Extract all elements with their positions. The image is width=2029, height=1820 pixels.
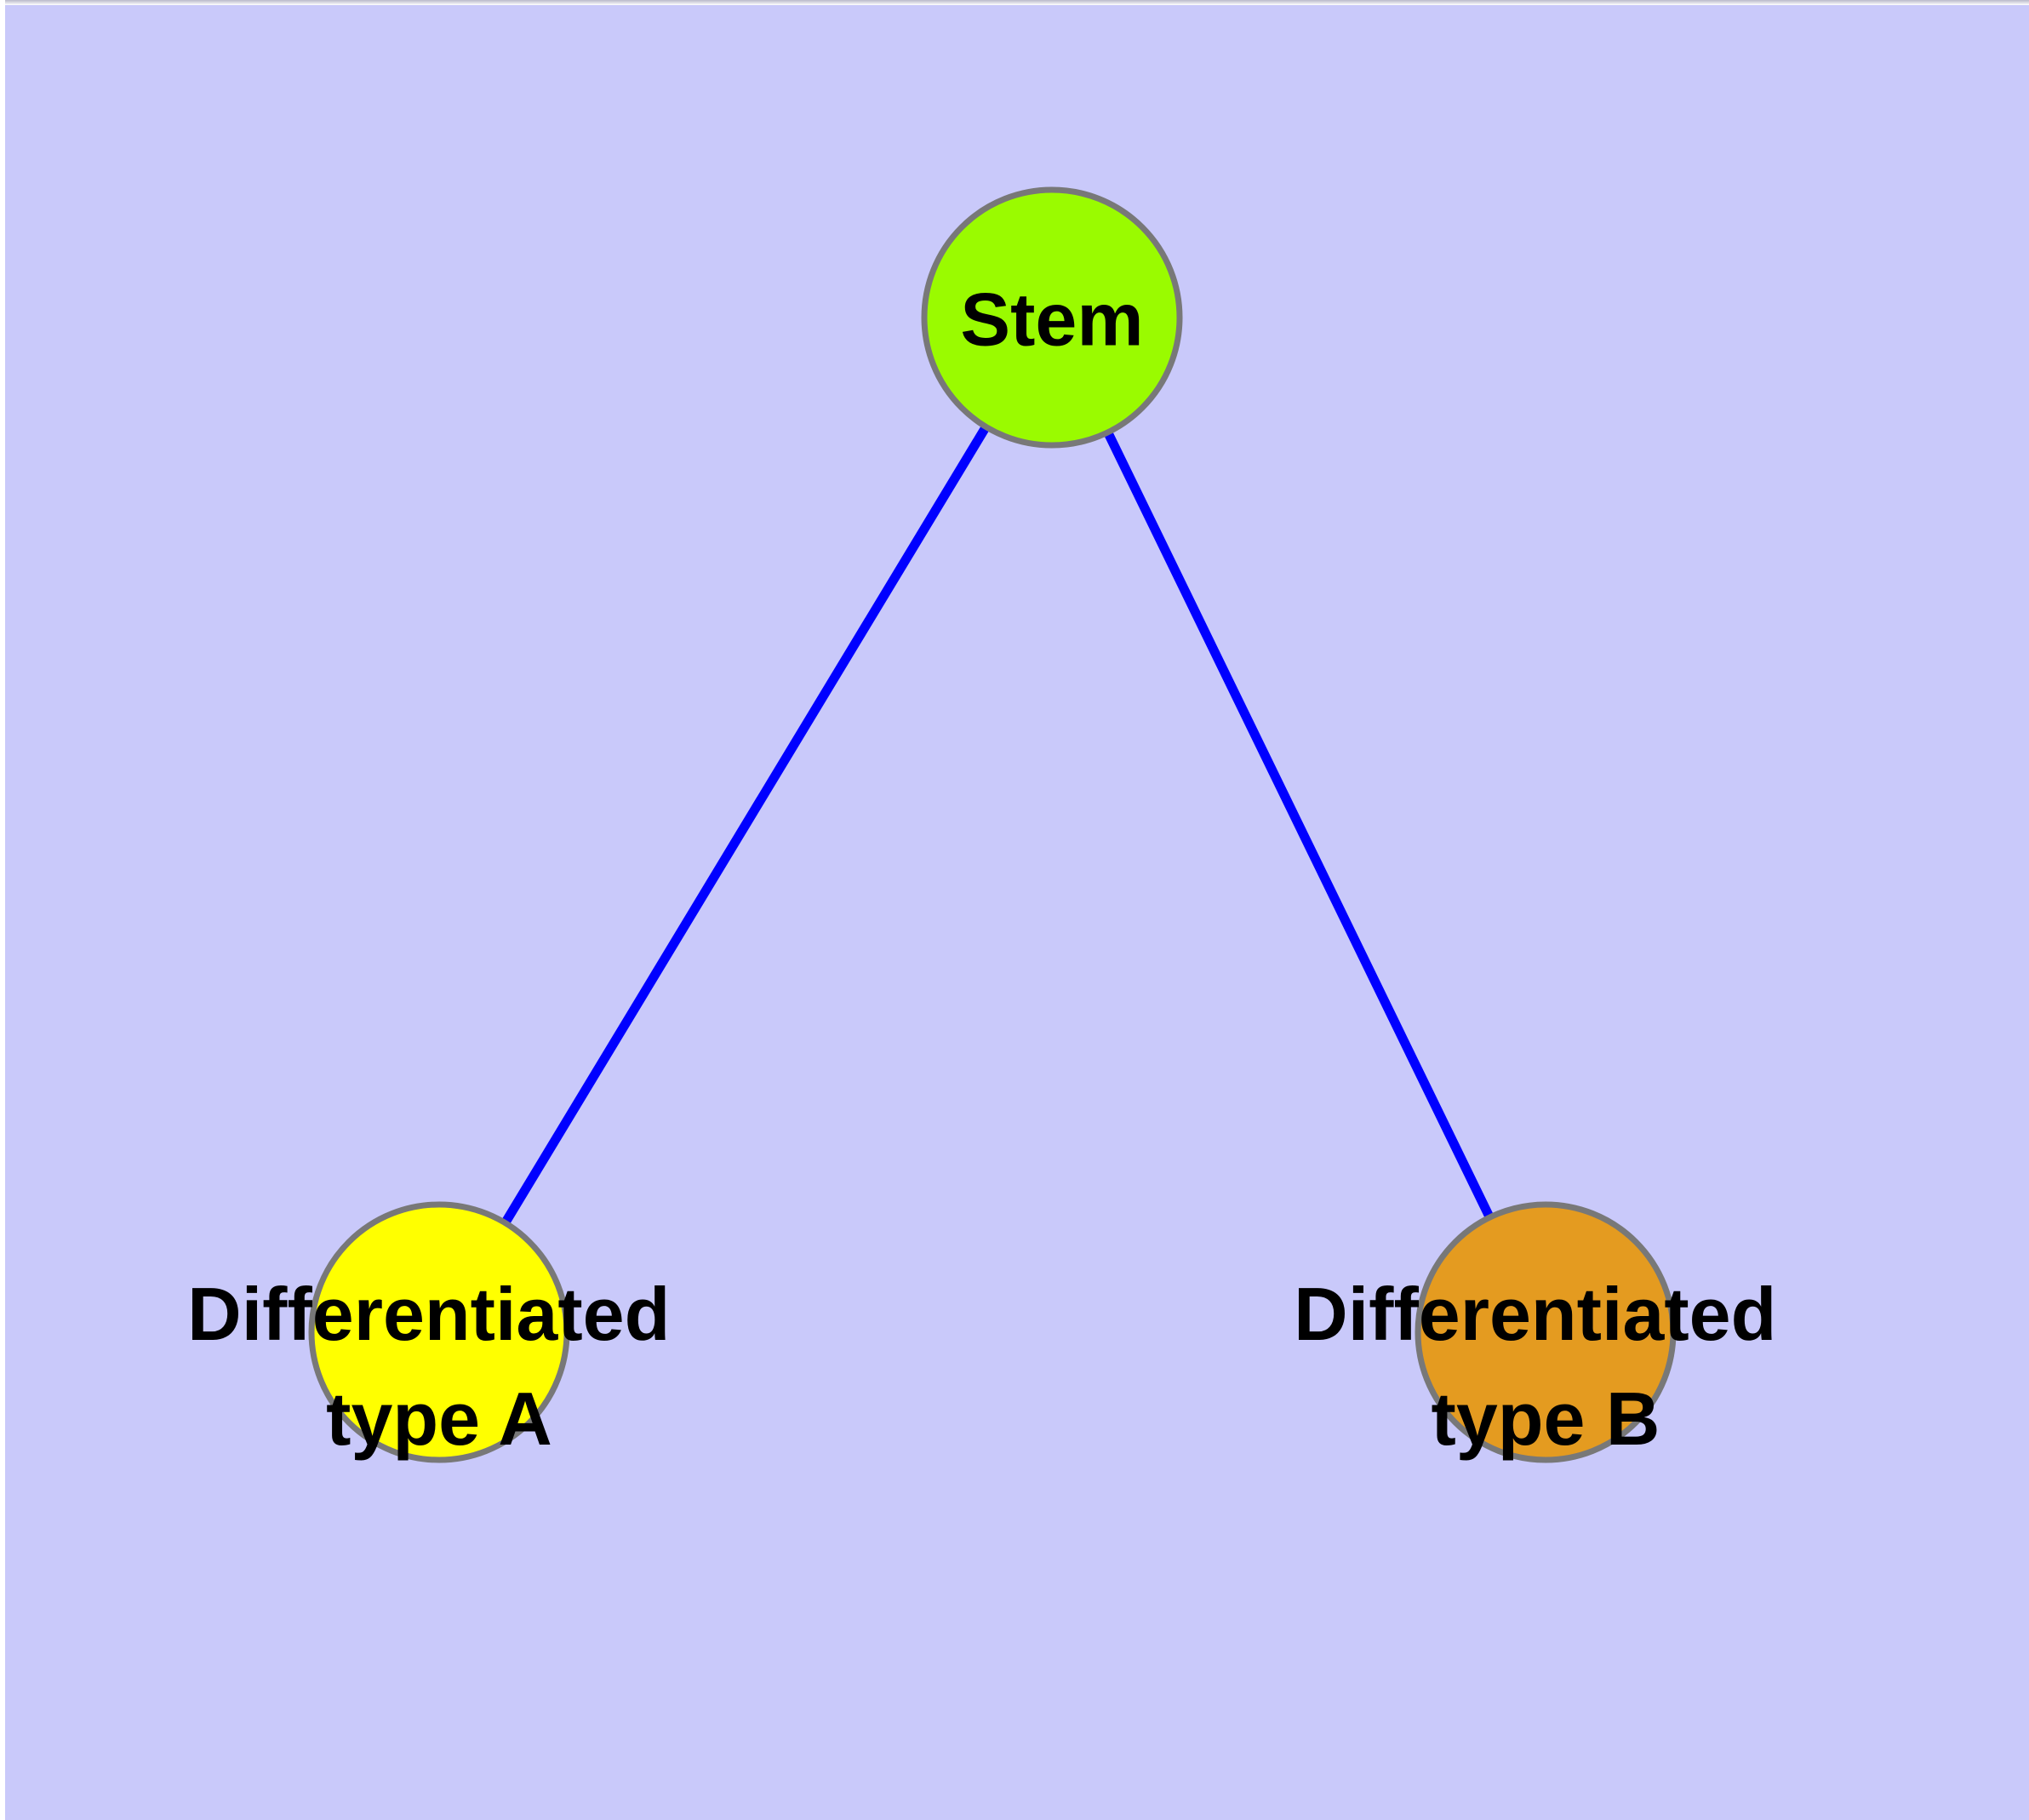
node-type-a-circle bbox=[308, 1201, 570, 1463]
node-type-a-label-line2: type A bbox=[326, 1376, 552, 1461]
window-top-edge bbox=[0, 0, 2029, 5]
node-type-b-label-line1: Differentiated bbox=[1294, 1272, 1776, 1356]
node-type-b-circle bbox=[1415, 1201, 1677, 1463]
window-left-edge bbox=[0, 0, 5, 1820]
node-stem-circle bbox=[921, 186, 1183, 449]
node-type-b-label: Differentiated type B bbox=[1294, 1272, 1798, 1461]
edge-stem-to-type-a bbox=[434, 312, 1057, 1337]
edge-stem-to-type-b bbox=[1047, 312, 1551, 1337]
node-type-a-label-line1: Differentiated bbox=[187, 1272, 670, 1356]
node-type-a-label: Differentiated type A bbox=[187, 1272, 691, 1461]
node-stem-label: Stem bbox=[960, 278, 1143, 362]
node-type-b-label-line2: type B bbox=[1432, 1376, 1660, 1461]
